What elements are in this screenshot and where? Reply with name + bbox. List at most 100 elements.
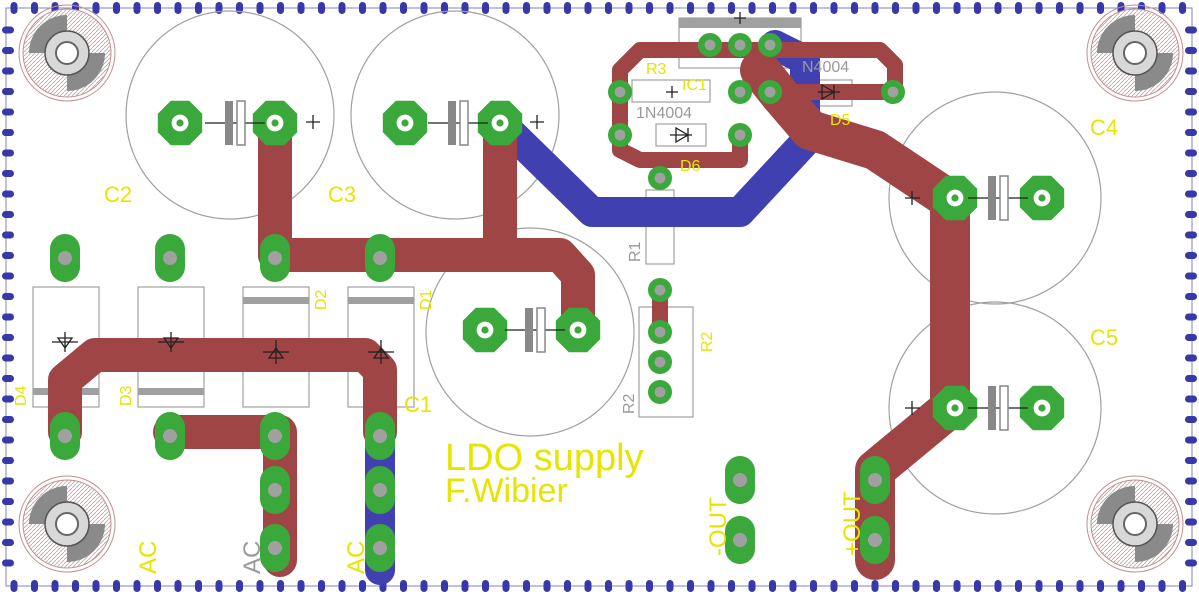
stitch-via: [236, 580, 243, 592]
stitch-via: [1097, 2, 1104, 14]
stitch-via: [748, 580, 756, 592]
stitch-via: [92, 2, 100, 14]
stitch-via: [113, 580, 120, 592]
cap-body: [428, 100, 488, 146]
stitch-via: [1185, 293, 1197, 300]
stitch-via: [2, 149, 14, 157]
stitch-via: [974, 580, 981, 592]
stitch-via: [543, 580, 551, 592]
stitch-via: [584, 2, 592, 14]
c4-minus: [905, 191, 920, 205]
stitch-via: [1185, 457, 1197, 464]
stitch-via: [1056, 2, 1063, 14]
pad: [648, 320, 672, 344]
c2-plus: [306, 115, 320, 129]
stitch-via: [154, 580, 161, 592]
stitch-via: [1185, 231, 1197, 239]
pad: [260, 412, 290, 460]
rotated-labels: D4 D3 D2 D1 R1 R2 R2 AC AC AC -OUT +OUT: [13, 241, 866, 574]
stitch-via: [297, 2, 305, 14]
stitch-via: [2, 129, 14, 136]
pad: [608, 123, 632, 147]
d2-symbol: [263, 340, 289, 364]
stitch-via: [297, 580, 305, 592]
d4-symbol: [52, 332, 78, 352]
stitch-via: [810, 580, 817, 592]
stitch-via: [2, 539, 14, 546]
stitch-via: [871, 2, 879, 14]
stitch-via: [1185, 559, 1197, 567]
stitch-via: [851, 2, 858, 14]
stitch-via: [174, 2, 182, 14]
stitch-via: [1076, 2, 1084, 14]
stitch-via: [113, 2, 120, 14]
label-ac-2: AC: [239, 541, 266, 574]
pad: [365, 234, 395, 282]
label-ic1: IC1: [682, 77, 707, 94]
stitch-via: [1185, 334, 1197, 341]
stitch-via: [318, 580, 325, 592]
pad: [860, 516, 890, 564]
pad: [155, 234, 185, 282]
stitch-via: [1158, 580, 1166, 592]
pad: [555, 307, 601, 353]
stitch-via: [1015, 580, 1022, 592]
stitch-via: [1158, 2, 1166, 14]
stitch-via: [728, 2, 735, 14]
stitch-via: [1185, 477, 1197, 485]
stitch-via: [72, 580, 79, 592]
pad: [881, 80, 905, 104]
stitch-via: [1185, 272, 1197, 280]
stitch-via: [2, 354, 14, 362]
stitch-via: [174, 580, 182, 592]
label-board-author: F.Wibier: [445, 472, 568, 510]
trace-d4-d1: [48, 338, 397, 449]
stitch-via: [31, 2, 38, 14]
stitch-via: [892, 2, 899, 14]
stitch-via: [1185, 26, 1197, 34]
pad: [365, 466, 395, 514]
stitch-via: [1138, 580, 1145, 592]
silk-symbols: [52, 12, 920, 415]
label-r3: R3: [646, 61, 667, 78]
stitch-via: [871, 580, 879, 592]
stitch-via: [359, 580, 366, 592]
r3-plus: [666, 86, 678, 98]
stitch-via: [605, 580, 612, 592]
stitch-via: [92, 580, 100, 592]
label-board-title: LDO supply: [445, 437, 644, 479]
d5-symbol: [818, 83, 840, 101]
c5-outline: [888, 301, 1102, 515]
cap-body: [968, 175, 1028, 221]
stitch-via: [2, 26, 14, 34]
stitch-via: [1185, 211, 1197, 218]
label-c5: C5: [1090, 325, 1118, 350]
pad: [698, 33, 722, 57]
d1-symbol: [368, 340, 394, 364]
c4-outline: [888, 91, 1102, 305]
pad: [728, 123, 752, 147]
stitch-via: [1097, 580, 1104, 592]
pad: [725, 516, 755, 564]
stitch-via: [256, 2, 264, 14]
stitch-via: [195, 580, 202, 592]
stitch-via: [2, 47, 14, 54]
stitch-via: [2, 108, 14, 116]
stitch-via: [2, 313, 14, 321]
label-out-pos: +OUT: [839, 491, 866, 556]
pad: [260, 524, 290, 572]
pad: [728, 33, 752, 57]
stitch-via: [707, 580, 715, 592]
stitch-via: [256, 580, 264, 592]
pad: [648, 380, 672, 404]
pad: [648, 278, 672, 302]
stitch-via: [1185, 313, 1197, 321]
pad: [365, 412, 395, 460]
cap-bodies: [205, 100, 1028, 431]
pad: [260, 234, 290, 282]
pad: [157, 100, 203, 146]
trace-out-pos: [740, 50, 970, 580]
stitch-via: [1185, 149, 1197, 157]
